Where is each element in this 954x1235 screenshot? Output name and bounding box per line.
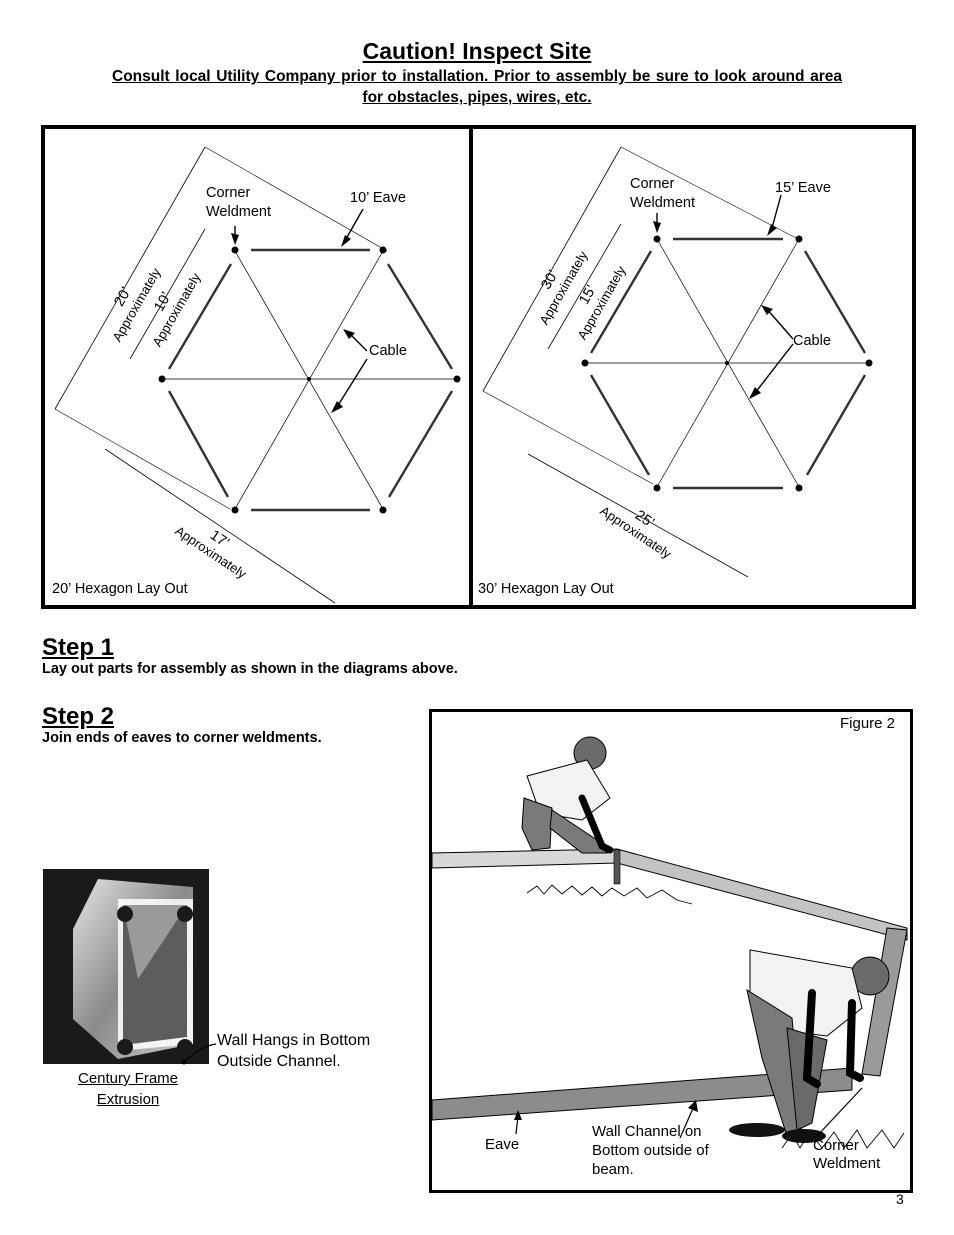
extrusion-caption-line2: Extrusion <box>96 1091 160 1108</box>
d30-corner-label: Corner Weldment <box>630 175 695 213</box>
d20-eave-label: 10’ Eave <box>350 190 406 206</box>
extrusion-photo <box>43 869 209 1064</box>
d30-caption: 30’ Hexagon Lay Out <box>478 581 614 597</box>
page-subtitle: Consult local Utility Company prior to i… <box>112 68 842 106</box>
d30-corner-line1: Corner <box>630 176 675 192</box>
d20-corner-label: Corner Weldment <box>206 184 271 222</box>
diagram-panel-30 <box>469 125 916 609</box>
hexagon-30-diagram <box>482 146 873 578</box>
d20-corner-line1: Corner <box>206 185 251 201</box>
d30-corner-line2: Weldment <box>630 195 696 211</box>
figure2-corner-label: Corner Weldment <box>813 1137 880 1173</box>
step1-heading: Step 1 <box>42 634 115 661</box>
figure2-illustration <box>432 736 908 1149</box>
d30-eave-label: 15’ Eave <box>775 180 831 196</box>
figure2-label: Figure 2 <box>840 715 896 732</box>
diagram-panel-20 <box>41 125 473 609</box>
d20-corner-line2: Weldment <box>206 204 272 220</box>
hexagon-20-diagram <box>54 146 461 604</box>
page-number: 3 <box>896 1191 904 1207</box>
extrusion-caption-line1: Century Frame <box>77 1070 179 1087</box>
figure2-channel-line3: beam. <box>592 1161 634 1178</box>
extrusion-note-line1: Wall Hangs in Bottom <box>217 1032 371 1049</box>
d30-cable-label: Cable <box>793 333 831 349</box>
figure2-channel-line2: Bottom outside of <box>592 1142 709 1159</box>
step2-heading: Step 2 <box>42 703 115 730</box>
extrusion-pointer <box>181 1043 217 1065</box>
figure2-corner-line1: Corner <box>813 1137 859 1154</box>
extrusion-note-line2: Outside Channel. <box>217 1053 341 1070</box>
step2-text: Join ends of eaves to corner weldments. <box>42 730 322 746</box>
d20-caption: 20’ Hexagon Lay Out <box>52 581 188 597</box>
figure2-eave-label: Eave <box>485 1136 520 1153</box>
d20-cable-label: Cable <box>369 343 407 359</box>
extrusion-caption: Century Frame Extrusion <box>40 1068 216 1110</box>
figure2-channel-label: Wall Channel on Bottom outside of beam. <box>592 1122 709 1179</box>
figure2-corner-line2: Weldment <box>813 1155 881 1172</box>
page-title: Caution! Inspect Site <box>362 38 592 64</box>
step1-text: Lay out parts for assembly as shown in t… <box>42 661 458 677</box>
extrusion-note: Wall Hangs in Bottom Outside Channel. <box>217 1030 370 1072</box>
figure2-channel-line1: Wall Channel on <box>592 1123 702 1140</box>
